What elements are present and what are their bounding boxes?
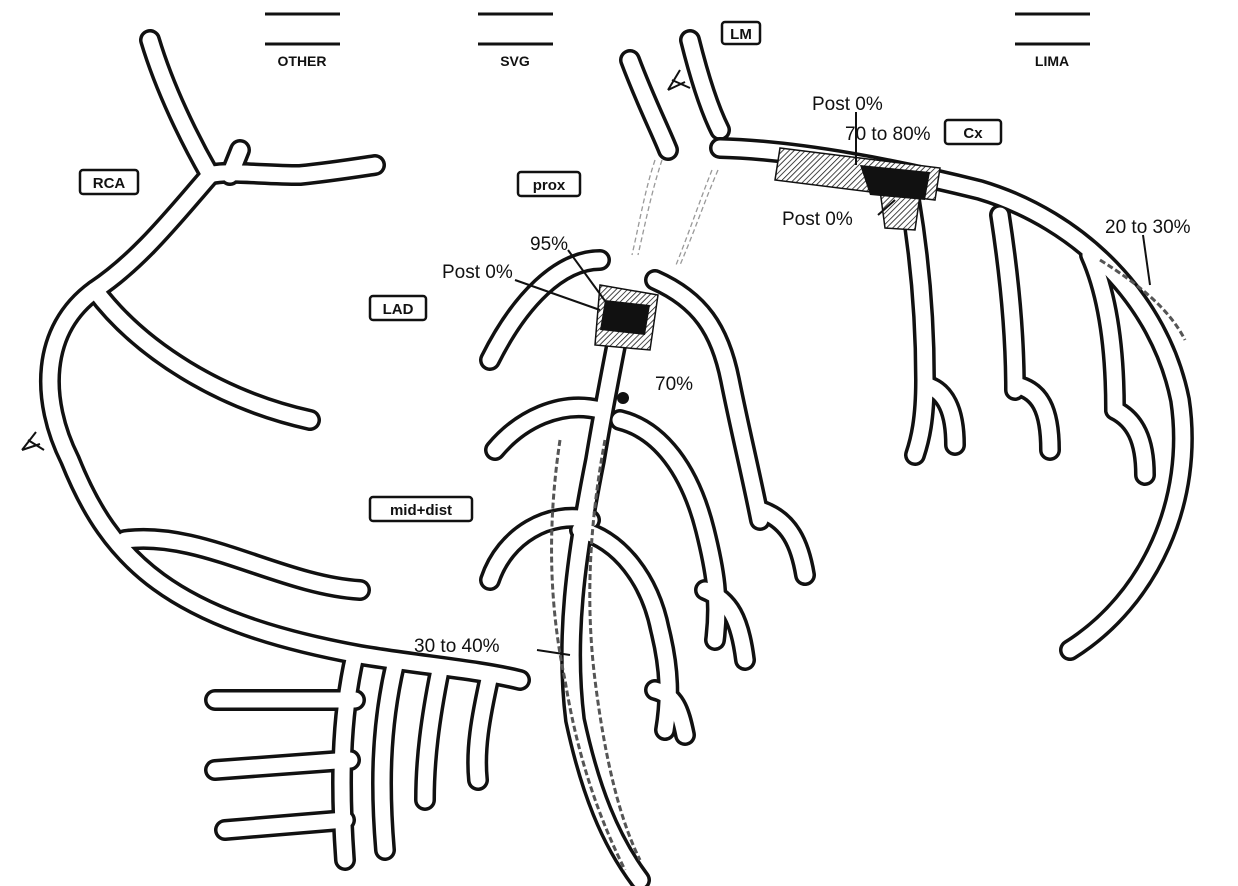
lad-vessel xyxy=(490,40,805,880)
diag-lesion xyxy=(617,392,629,404)
prox-dashed-segment xyxy=(632,160,718,265)
svg-text:LM: LM xyxy=(730,26,752,43)
lesion-label-cx-stenosis: 70 to 80% xyxy=(845,124,931,145)
segment-label-prox: prox xyxy=(518,172,580,196)
rca-lumen xyxy=(50,40,520,860)
lesion-label-lad-mid: 30 to 40% xyxy=(414,636,500,657)
graft-legend-other: OTHER xyxy=(265,14,340,69)
rca-outline xyxy=(50,40,520,860)
lesion-label-lad-stenosis: 95% xyxy=(530,234,568,255)
segment-label-rca: RCA xyxy=(80,170,138,194)
svg-text:prox: prox xyxy=(533,177,566,194)
lesion-label-cx-post-top: Post 0% xyxy=(812,94,883,115)
lesion-label-diag-stenosis: 70% xyxy=(655,374,693,395)
segment-label-cx: Cx xyxy=(945,120,1001,144)
graft-legend-lima: LIMA xyxy=(1015,14,1090,69)
lesion-label-cx-post-bottom: Post 0% xyxy=(782,209,853,230)
lesion-label-lad-post: Post 0% xyxy=(442,262,513,283)
segment-label-mid-dist: mid+dist xyxy=(370,497,472,521)
arrow-marker-icon xyxy=(668,70,690,90)
segment-label-lm: LM xyxy=(722,22,760,44)
arrow-marker-icon xyxy=(22,432,44,450)
lad-outline xyxy=(490,40,805,880)
segment-label-lad: LAD xyxy=(370,296,426,320)
graft-legend-lima-label: LIMA xyxy=(1035,53,1069,69)
graft-legend: OTHER SVG LIMA xyxy=(265,14,1090,69)
svg-text:LAD: LAD xyxy=(383,301,414,318)
graft-legend-svg-label: SVG xyxy=(500,53,530,69)
lesion-label-cx-distal: 20 to 30% xyxy=(1105,217,1191,238)
svg-text:RCA: RCA xyxy=(93,175,126,192)
graft-legend-other-label: OTHER xyxy=(278,53,327,69)
svg-text:mid+dist: mid+dist xyxy=(390,502,452,519)
graft-legend-svg: SVG xyxy=(478,14,553,69)
svg-text:Cx: Cx xyxy=(963,125,983,142)
leader-cx-distal xyxy=(1143,235,1150,285)
rca-vessel xyxy=(50,40,520,860)
